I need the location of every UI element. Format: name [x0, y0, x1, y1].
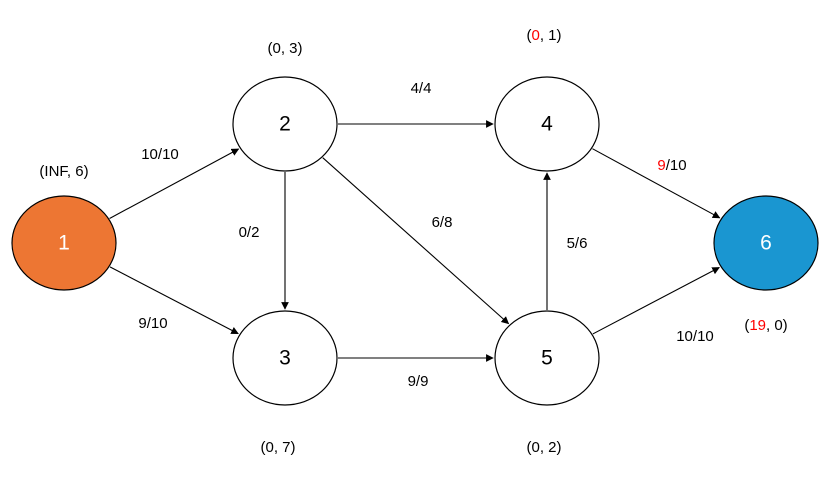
node-4-annotation-segment-1: 0 — [531, 27, 539, 44]
edge-5-to-6 — [592, 267, 720, 335]
node-5: 5 — [494, 310, 600, 406]
node-4-annotation-segment-0: ( — [526, 27, 531, 44]
edge-label-2-4: 4/4 — [411, 80, 432, 97]
edge-label-5-6-segment-0: 10/10 — [676, 328, 714, 345]
node-1-annotation-segment-0: (INF, 6) — [39, 163, 88, 180]
node-4: 4 — [494, 76, 600, 172]
node-2: 2 — [232, 76, 338, 172]
node-5-circle — [494, 310, 600, 406]
node-3: 3 — [232, 310, 338, 406]
edge-2-to-5 — [322, 157, 510, 325]
edge-label-2-3: 0/2 — [239, 224, 260, 241]
node-2-annotation: (0, 3) — [267, 40, 302, 57]
node-2-label: 2 — [279, 113, 291, 136]
node-3-annotation: (0, 7) — [260, 439, 295, 456]
node-6: 6 — [713, 195, 819, 291]
edge-label-5-4-segment-0: 5/6 — [567, 235, 588, 252]
node-1-label: 1 — [58, 232, 70, 255]
node-3-annotation-segment-0: (0, 7) — [260, 439, 295, 456]
edge-label-2-5-segment-0: 6/8 — [432, 214, 453, 231]
node-5-annotation: (0, 2) — [526, 439, 561, 456]
node-1-circle — [11, 195, 117, 291]
node-3-label: 3 — [279, 347, 291, 370]
edge-label-2-5: 6/8 — [432, 214, 453, 231]
node-4-circle — [494, 76, 600, 172]
edges-layer — [109, 120, 721, 362]
nodes-layer: 1 2 3 4 5 6 — [11, 76, 819, 406]
node-6-annotation-segment-0: ( — [744, 317, 749, 334]
edge-1-to-2 — [109, 148, 240, 219]
node-6-annotation-segment-1: 19 — [749, 317, 766, 334]
node-4-annotation: (0, 1) — [526, 27, 561, 44]
node-5-annotation-segment-0: (0, 2) — [526, 439, 561, 456]
node-4-label: 4 — [541, 113, 553, 136]
edge-label-5-6: 10/10 — [676, 328, 714, 345]
edge-label-4-6: 9/10 — [657, 157, 686, 174]
edge-1-to-3 — [109, 266, 239, 335]
node-3-circle — [232, 310, 338, 406]
node-6-circle — [713, 195, 819, 291]
node-1-annotation: (INF, 6) — [39, 163, 88, 180]
edge-label-3-5: 9/9 — [408, 373, 429, 390]
node-2-annotation-segment-0: (0, 3) — [267, 40, 302, 57]
node-2-circle — [232, 76, 338, 172]
edge-label-2-3-segment-0: 0/2 — [239, 224, 260, 241]
edge-label-1-2: 10/10 — [141, 146, 179, 163]
edge-label-5-4: 5/6 — [567, 235, 588, 252]
edge-label-4-6-segment-1: /10 — [666, 157, 687, 174]
node-5-label: 5 — [541, 347, 553, 370]
edge-4-to-6 — [592, 148, 721, 219]
node-4-annotation-segment-2: , 1) — [540, 27, 562, 44]
edge-label-1-3: 9/10 — [138, 315, 167, 332]
edge-label-1-2-segment-0: 10/10 — [141, 146, 179, 163]
node-1: 1 — [11, 195, 117, 291]
node-6-label: 6 — [760, 232, 772, 255]
edge-label-1-3-segment-0: 9/10 — [138, 315, 167, 332]
edge-label-3-5-segment-0: 9/9 — [408, 373, 429, 390]
node-6-annotation: (19, 0) — [744, 317, 787, 334]
node-6-annotation-segment-2: , 0) — [766, 317, 788, 334]
edge-label-4-6-segment-0: 9 — [657, 157, 665, 174]
edge-label-2-4-segment-0: 4/4 — [411, 80, 432, 97]
